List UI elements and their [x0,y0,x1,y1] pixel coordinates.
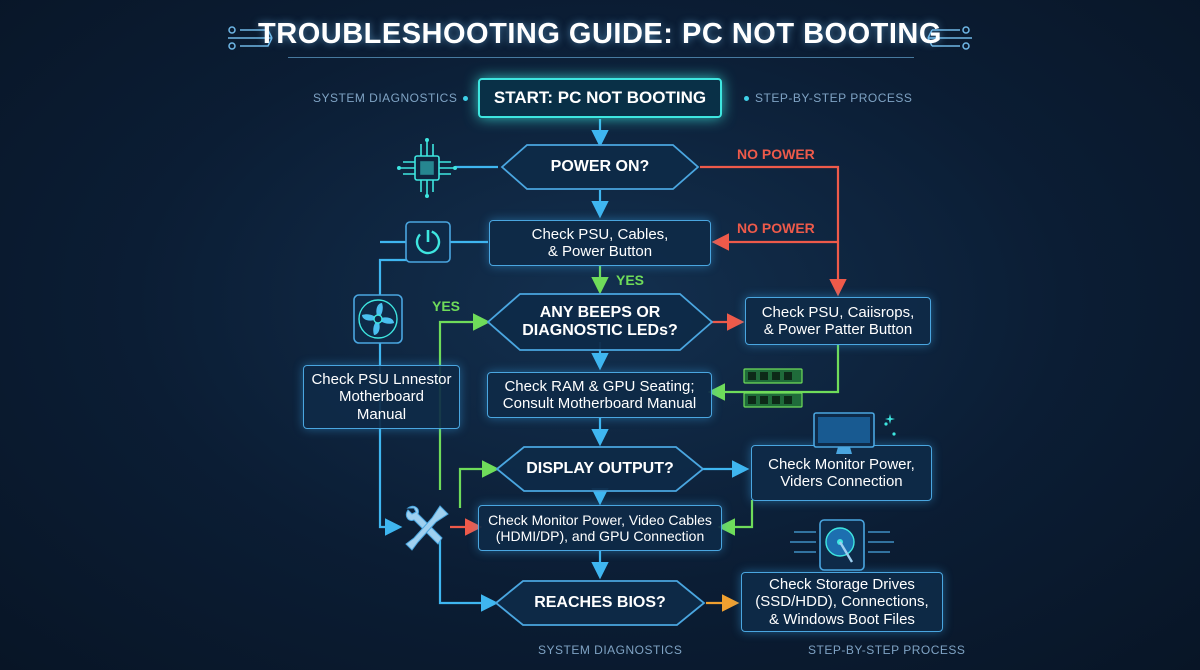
side-label-top-left: SYSTEM DIAGNOSTICS [313,91,474,105]
title-circuit-left [228,29,273,47]
label-no-power-2: NO POWER [737,220,815,236]
node-power-on: POWER ON? [550,157,650,175]
power-button-icon [405,221,451,263]
node-check-ram: Check RAM & GPU Seating; Consult Motherb… [487,372,712,418]
edge-tools-bios [438,540,499,612]
node-check-psu-left: Check PSU Lnnestor Motherboard Manual [303,365,460,429]
hard-drive-icon [790,519,894,571]
node-check-storage: Check Storage Drives (SSD/HDD), Connecti… [741,572,943,632]
edge-no-power-1 [700,165,847,297]
dot-icon [463,96,469,102]
node-check-psu: Check PSU, Cables, & Power Button [489,220,711,266]
decision-power-on [500,144,700,190]
node-start: START: PC NOT BOOTING [478,78,722,118]
node-display: DISPLAY OUTPUT? [526,459,674,477]
title-circuit-right [927,29,972,47]
node-check-psu-right: Check PSU, Caiisrops, & Power Patter But… [745,297,931,345]
decision-display [495,446,705,492]
edge-right-monitor [717,500,754,536]
ram-module-icon [743,368,803,408]
node-bios: REACHES BIOS? [534,593,666,611]
label-no-power-1: NO POWER [737,146,815,162]
side-label-bottom-right: STEP-BY-STEP PROCESS [808,643,966,657]
cpu-chip-icon [397,138,457,198]
node-check-monitor: Check Monitor Power, Video Cables (HDMI/… [478,505,722,551]
decision-bios [494,580,706,626]
edge-yes-2 [438,313,491,490]
dot-icon [744,96,749,102]
side-label-text: SYSTEM DIAGNOSTICS [313,91,458,105]
edge-yes-3 [458,460,500,508]
label-yes-1: YES [616,272,645,288]
page-title: TROUBLESHOOTING GUIDE: PC NOT BOOTING [258,18,942,50]
edge-ram-return [707,345,840,401]
cooling-fan-icon [353,294,403,344]
side-label-text: STEP-BY-STEP PROCESS [755,91,913,105]
tools-icon [405,505,449,551]
side-label-bottom-left: SYSTEM DIAGNOSTICS [538,643,683,657]
side-label-top-right: STEP-BY-STEP PROCESS [738,91,912,105]
node-check-monitor-right: Check Monitor Power, Viders Connection [751,445,932,501]
label-yes-2: YES [432,298,461,314]
node-beeps: ANY BEEPS OR DIAGNOSTIC LEDs? [522,303,678,339]
monitor-icon [813,412,896,454]
decision-beeps [486,293,714,351]
title-underline [288,57,914,58]
